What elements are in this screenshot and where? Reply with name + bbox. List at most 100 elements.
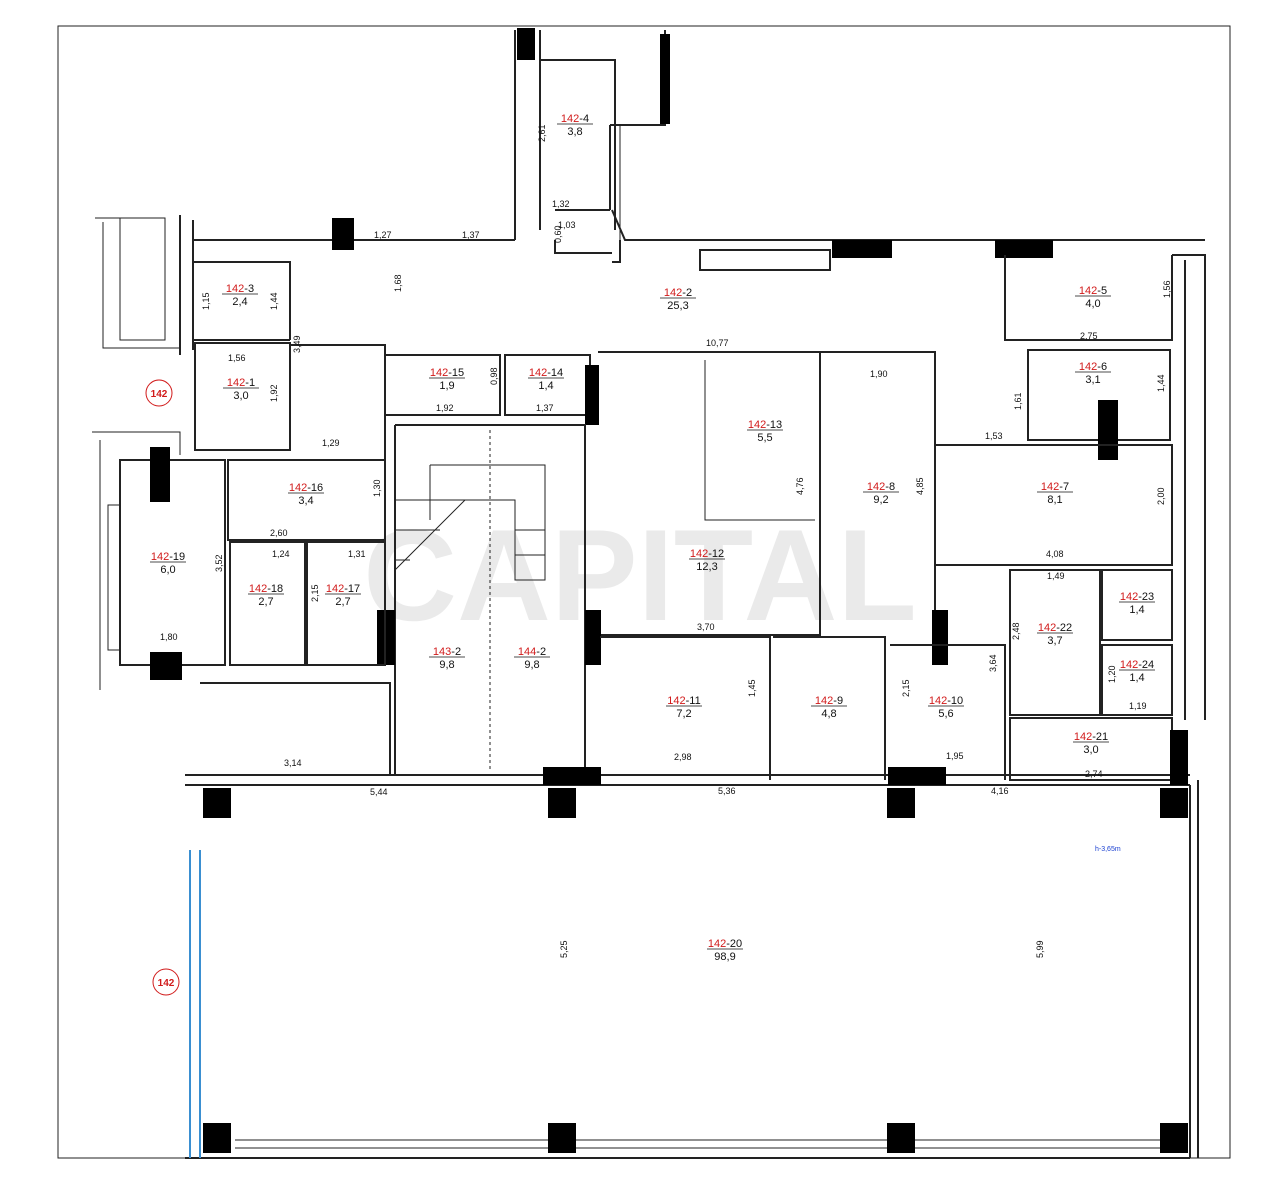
room-code: 142-14 (529, 367, 563, 379)
walls-right-top (934, 254, 1206, 781)
dimension-label: 1,56 (228, 353, 246, 363)
dimension-label: 1,92 (436, 403, 454, 413)
room-labels: 142-13,0142-225,3142-32,4142-43,8142-54,… (150, 113, 1155, 963)
room-r24: 142-241,4 (1119, 659, 1155, 684)
dimension-label: 1,92 (269, 384, 279, 402)
room-code-suffix: -18 (267, 583, 283, 595)
room-code: 142-9 (815, 695, 843, 707)
room-code-suffix: -16 (307, 482, 323, 494)
room-area: 9,8 (524, 659, 539, 671)
room-area: 1,9 (439, 380, 454, 392)
height-note: h-3,65m (1095, 846, 1121, 853)
room-code-suffix: -15 (448, 367, 464, 379)
dimension-label: 3,49 (292, 335, 302, 353)
room-code-suffix: -11 (686, 695, 701, 707)
room-code: 142-3 (226, 283, 254, 295)
room-area: 3,4 (298, 495, 313, 507)
room-code: 142-21 (1074, 731, 1108, 743)
room-r9: 142-94,8 (811, 695, 847, 720)
room-code: 143-2 (433, 646, 461, 658)
room-code-suffix: -10 (947, 695, 963, 707)
room-code-prefix: 142 (1041, 481, 1059, 493)
room-area: 9,8 (439, 659, 454, 671)
room-r10: 142-105,6 (928, 695, 964, 720)
room-code-suffix: -2 (451, 646, 461, 658)
room-code-suffix: -2 (536, 646, 546, 658)
room-code-prefix: 142 (664, 287, 682, 299)
room-code-suffix: -20 (726, 938, 742, 950)
dimension-label: 10,77 (706, 338, 729, 348)
dimension-label: 2,98 (674, 752, 692, 762)
dimension-label: 5,44 (370, 787, 388, 797)
room-area: 2,7 (258, 596, 273, 608)
room-code-suffix: -3 (244, 283, 254, 295)
room-code: 142-1 (227, 377, 255, 389)
dimension-label: 1,53 (985, 431, 1003, 441)
room-code: 142-10 (929, 695, 963, 707)
dimension-label: 2,75 (1080, 331, 1098, 341)
room-code-prefix: 142 (561, 113, 579, 125)
dimension-label: 2,61 (537, 124, 547, 142)
room-code: 142-23 (1120, 591, 1154, 603)
room-code-prefix: 142 (748, 419, 766, 431)
dimension-label: 2,48 (1011, 622, 1021, 640)
room-code-suffix: -21 (1092, 731, 1108, 743)
room-r15: 142-151,9 (429, 367, 465, 392)
dimension-label: 2,00 (1156, 487, 1166, 505)
room-code-suffix: -6 (1097, 361, 1107, 373)
dimension-label: 2,15 (310, 584, 320, 602)
dimension-label: 3,70 (697, 622, 715, 632)
room-code-suffix: -12 (708, 548, 724, 560)
room-code: 142-5 (1079, 285, 1107, 297)
room-code-suffix: -4 (579, 113, 589, 125)
room-code: 142-19 (151, 551, 185, 563)
dimension-label: 1,32 (552, 199, 570, 209)
room-area: 4,8 (821, 708, 836, 720)
dimension-label: 4,16 (991, 786, 1009, 796)
room-r2: 142-225,3 (660, 287, 696, 312)
room-area: 2,7 (335, 596, 350, 608)
walls-upper (514, 28, 1205, 241)
dimension-label: 4,08 (1046, 549, 1064, 559)
room-code-prefix: 142 (249, 583, 267, 595)
room-area: 1,4 (1129, 672, 1144, 684)
room-code: 142-11 (667, 695, 700, 707)
room-code-prefix: 144 (518, 646, 536, 658)
room-code-prefix: 142 (289, 482, 307, 494)
watermark: CAPITAL (363, 502, 917, 648)
dimension-label: 1,49 (1047, 571, 1065, 581)
dimension-label: 1,37 (536, 403, 554, 413)
dimension-label: 1,61 (1013, 392, 1023, 410)
walls-central (377, 351, 1006, 780)
dimension-label: 1,45 (747, 679, 757, 697)
section-marker-lower: 142 (152, 968, 180, 996)
dimension-label: 1,44 (1156, 374, 1166, 392)
dimension-label: 5,25 (559, 940, 569, 958)
dimension-label: 1,31 (348, 549, 366, 559)
room-code-suffix: -23 (1138, 591, 1154, 603)
room-code: 142-22 (1038, 622, 1072, 634)
dimension-label: 3,52 (214, 554, 224, 572)
room-area: 12,3 (696, 561, 717, 573)
room-area: 3,0 (233, 390, 248, 402)
room-r13: 142-135,5 (747, 419, 783, 444)
dimension-label: 1,03 (558, 220, 576, 230)
room-area: 6,0 (160, 564, 175, 576)
room-area: 3,7 (1047, 635, 1062, 647)
room-r21: 142-213,0 (1073, 731, 1109, 756)
room-r23: 142-231,4 (1119, 591, 1155, 616)
room-r4: 142-43,8 (557, 113, 593, 138)
room-code-prefix: 142 (1120, 591, 1138, 603)
dimension-label: 1,15 (201, 292, 211, 310)
room-r8: 142-89,2 (863, 481, 899, 506)
section-marker-upper: 142 (145, 379, 173, 407)
room-code-prefix: 142 (815, 695, 833, 707)
dimension-label: 1,24 (272, 549, 290, 559)
room-code-prefix: 142 (1079, 285, 1097, 297)
dimension-label: 0,60 (553, 225, 563, 243)
room-code-suffix: -5 (1097, 285, 1107, 297)
room-code-prefix: 142 (1079, 361, 1097, 373)
room-code-prefix: 142 (1074, 731, 1092, 743)
